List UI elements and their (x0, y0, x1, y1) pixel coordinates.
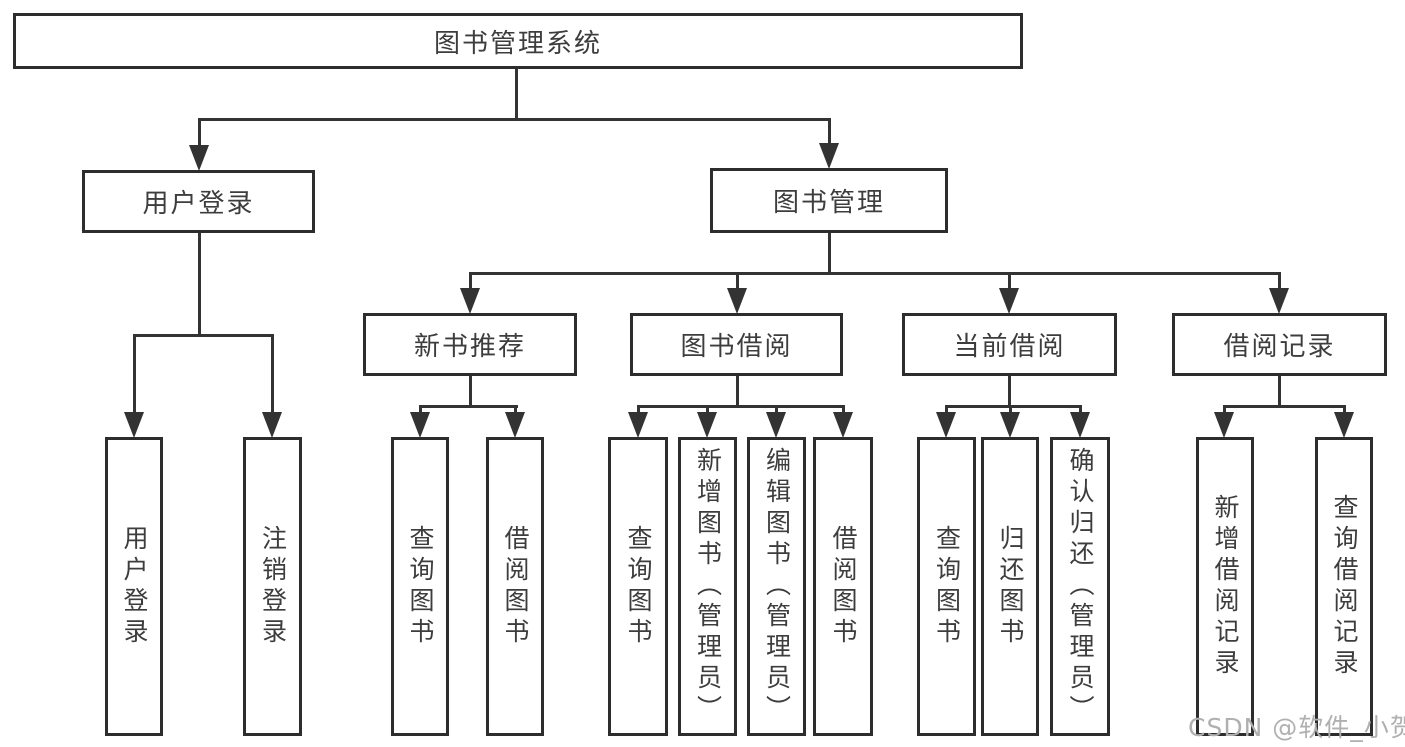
arrow-down-icon (999, 288, 1019, 314)
node-label: 图书管理 (772, 188, 885, 218)
node-user-login: 用户登录 (82, 170, 315, 233)
leaf-add-borrow-record: 新增借阅记录 (1196, 437, 1254, 736)
node-borrowing-records: 借阅记录 (1172, 313, 1387, 376)
connector-line (775, 405, 778, 416)
connector-line (1223, 405, 1346, 408)
node-root-library-system: 图书管理系统 (13, 13, 1023, 69)
connector-line (1343, 405, 1346, 416)
connector-line (133, 334, 136, 415)
connector-line (637, 405, 845, 408)
leaf-label: 查询借阅记录 (1330, 493, 1359, 680)
arrow-down-icon (727, 288, 747, 314)
arrow-down-icon (1269, 288, 1289, 314)
leaf-query-books-recommend: 查询图书 (391, 437, 449, 736)
arrow-down-icon (460, 288, 480, 314)
leaf-label: 借阅图书 (829, 524, 858, 649)
connector-line (1009, 405, 1012, 416)
node-label: 借阅记录 (1223, 332, 1336, 362)
leaf-label: 借阅图书 (501, 524, 530, 649)
arrow-down-icon (833, 412, 853, 438)
connector-line (736, 376, 739, 407)
leaf-label: 新增借阅记录 (1211, 493, 1240, 680)
connector-line (945, 405, 948, 416)
leaf-logout: 注销登录 (243, 437, 302, 736)
connector-line (1008, 272, 1011, 292)
leaf-borrow-books-recommend: 借阅图书 (486, 437, 544, 736)
leaf-label: 用户登录 (120, 524, 149, 649)
connector-line (828, 118, 831, 160)
arrow-down-icon (697, 412, 717, 438)
leaf-label: 查询图书 (624, 524, 653, 649)
leaf-query-borrow-record: 查询借阅记录 (1315, 437, 1373, 736)
arrow-down-icon (189, 145, 209, 171)
leaf-label: 归还图书 (996, 524, 1025, 649)
node-book-borrowing: 图书借阅 (630, 313, 843, 376)
leaf-label: 注销登录 (258, 524, 288, 649)
arrow-down-icon (1334, 412, 1354, 438)
leaf-user-login: 用户登录 (105, 437, 163, 736)
connector-line (736, 272, 739, 292)
leaf-edit-book-admin: 编辑图书（管理员） (747, 437, 806, 736)
connector-line (1223, 405, 1226, 416)
watermark: CSDN @软件_小贺同学 (1188, 713, 1405, 742)
connector-line (1278, 376, 1281, 407)
connector-line (514, 405, 517, 416)
connector-line (419, 405, 422, 416)
node-new-book-recommendation: 新书推荐 (363, 313, 577, 376)
connector-line (469, 272, 472, 292)
connector-line (515, 69, 518, 120)
leaf-label: 确认归还（管理员） (1066, 447, 1095, 726)
arrow-down-icon (936, 412, 956, 438)
leaf-label: 查询图书 (932, 524, 962, 649)
node-label: 新书推荐 (413, 332, 526, 362)
connector-line (469, 272, 1281, 275)
node-book-management: 图书管理 (710, 168, 948, 233)
node-label: 当前借阅 (953, 332, 1066, 362)
connector-line (842, 405, 845, 416)
node-label: 图书借阅 (680, 332, 793, 362)
node-label: 用户登录 (142, 189, 255, 219)
leaf-query-books-borrowing: 查询图书 (608, 437, 668, 736)
leaf-label: 新增图书（管理员） (693, 447, 723, 726)
arrow-down-icon (1214, 412, 1234, 438)
arrow-down-icon (819, 143, 839, 169)
arrow-down-icon (1070, 412, 1090, 438)
arrow-down-icon (410, 412, 430, 438)
arrow-down-icon (124, 412, 144, 438)
connector-line (198, 118, 831, 121)
connector-line (271, 334, 274, 415)
connector-line (469, 376, 472, 407)
leaf-label: 编辑图书（管理员） (762, 447, 792, 726)
leaf-return-books: 归还图书 (981, 437, 1039, 736)
connector-line (133, 334, 274, 337)
arrow-down-icon (628, 412, 648, 438)
connector-line (945, 405, 1081, 408)
connector-line (198, 233, 201, 336)
leaf-confirm-return-admin: 确认归还（管理员） (1050, 437, 1110, 736)
node-current-borrowing: 当前借阅 (902, 313, 1117, 376)
connector-line (1079, 405, 1082, 416)
connector-line (198, 118, 201, 162)
arrow-down-icon (1000, 412, 1020, 438)
leaf-query-books-current: 查询图书 (917, 437, 976, 736)
connector-line (637, 405, 640, 416)
connector-line (419, 405, 518, 408)
arrow-down-icon (766, 412, 786, 438)
leaf-borrow-books-borrowing: 借阅图书 (813, 437, 873, 736)
arrow-down-icon (262, 412, 282, 438)
connector-line (1008, 376, 1011, 407)
connector-line (828, 233, 831, 274)
connector-line (706, 405, 709, 416)
leaf-label: 查询图书 (406, 524, 435, 649)
leaf-add-book-admin: 新增图书（管理员） (678, 437, 737, 736)
node-label: 图书管理系统 (433, 28, 602, 59)
arrow-down-icon (505, 412, 525, 438)
connector-line (1278, 272, 1281, 292)
